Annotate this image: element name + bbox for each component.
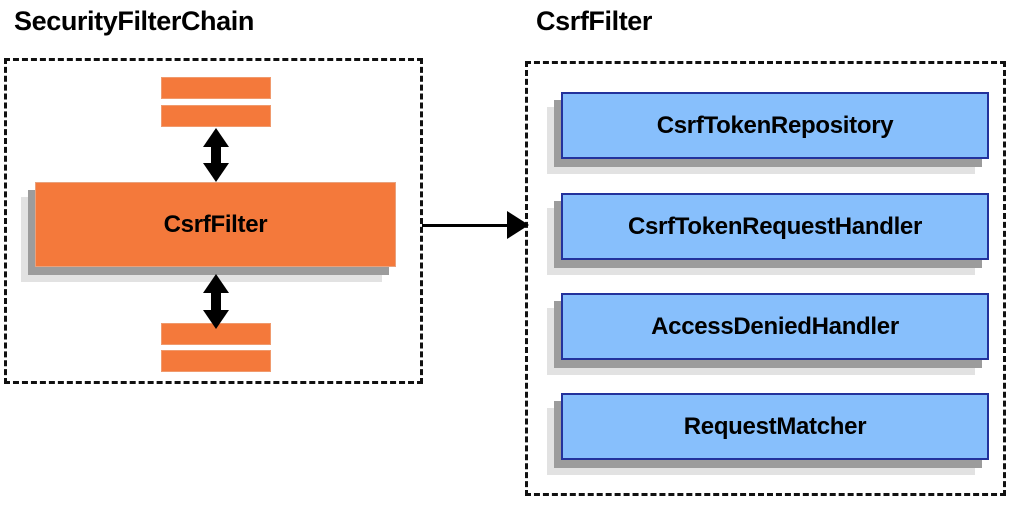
collaborator-label: CsrfTokenRequestHandler: [627, 212, 923, 240]
page-title-csrf-filter: CsrfFilter: [536, 6, 653, 36]
arrow-head-right-panel-link: [507, 211, 529, 239]
page-title-security-filter-chain: SecurityFilterChain: [14, 6, 254, 36]
filter-stub-bar-bottom-2: [161, 350, 271, 372]
collaborator-label: CsrfTokenRepository: [656, 111, 894, 139]
filter-stub-bar-top-1: [161, 77, 271, 99]
filter-stub-bar-top-2: [161, 105, 271, 127]
collaborator-label: RequestMatcher: [683, 412, 867, 440]
collaborator-block-access-denied-handler[interactable]: AccessDeniedHandler: [561, 293, 989, 360]
arrow-shaft-top-connector: [211, 140, 221, 175]
collaborator-label: AccessDeniedHandler: [651, 312, 899, 340]
csrf-filter-block-label: CsrfFilter: [163, 210, 268, 238]
collaborator-block-request-matcher[interactable]: RequestMatcher: [561, 393, 989, 460]
arrow-head-up-bottom-connector: [203, 274, 229, 293]
security-filter-chain-panel: [4, 58, 423, 384]
arrow-shaft-bottom-connector: [211, 287, 221, 321]
collaborator-block-csrf-token-request-handler[interactable]: CsrfTokenRequestHandler: [561, 193, 989, 260]
collaborator-block-csrf-token-repository[interactable]: CsrfTokenRepository: [561, 92, 989, 159]
arrow-shaft-panel-link: [422, 224, 509, 227]
arrow-head-down-top-connector: [203, 163, 229, 182]
csrf-filter-panel: [525, 61, 1006, 496]
arrow-head-up-top-connector: [203, 128, 229, 147]
csrf-filter-block[interactable]: CsrfFilter: [35, 182, 396, 267]
arrow-head-down-bottom-connector: [203, 310, 229, 329]
